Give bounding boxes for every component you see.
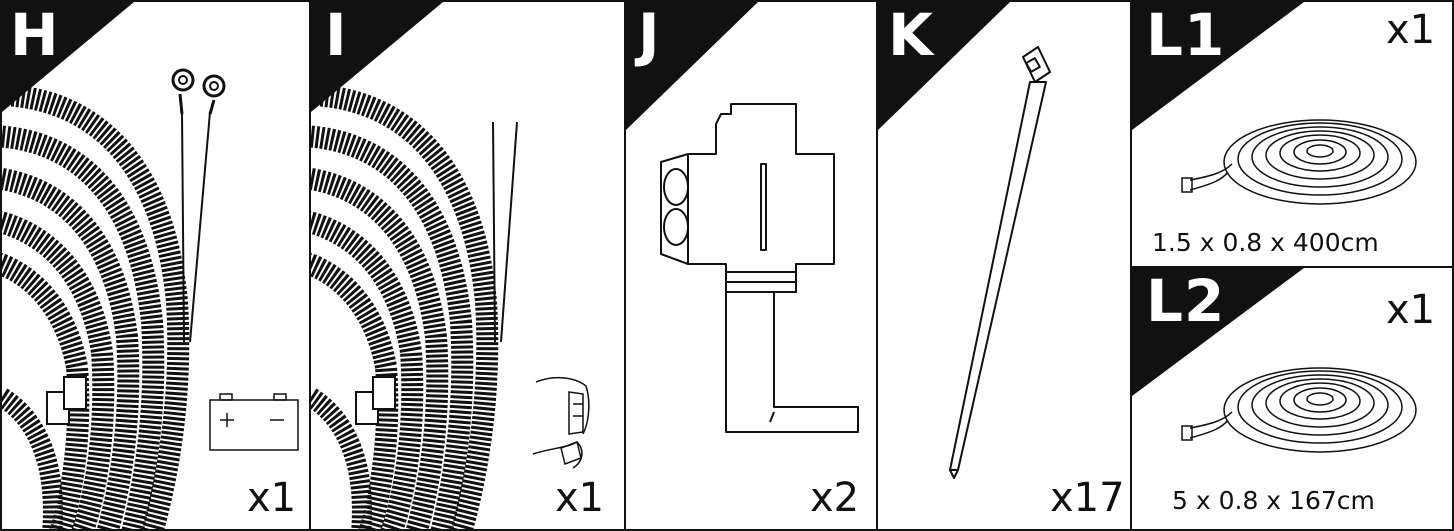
quantity-label: x1 [1386, 7, 1436, 53]
quantity-label: x2 [810, 475, 860, 521]
part-letter: K [888, 1, 934, 69]
part-letter: I [325, 1, 348, 69]
connector-hand-icon [532, 376, 590, 469]
wire-harness-image [311, 84, 518, 529]
splice-connector-icon [660, 103, 859, 433]
foam-tape-roll-icon [1181, 119, 1417, 205]
badge-triangle [626, 2, 758, 130]
battery-icon [209, 393, 299, 451]
part-panel-i: I x1 [309, 0, 626, 531]
part-panel-j: J x2 [624, 0, 878, 531]
quantity-label: x1 [247, 475, 297, 521]
quantity-label: x1 [555, 475, 605, 521]
cable-tie-icon [949, 46, 1051, 479]
part-panel-l2: L2 x1 5 x 0.8 x 167cm [1130, 266, 1454, 531]
part-panel-k: K x17 [876, 0, 1132, 531]
part-panel-h: H x1 [0, 0, 311, 531]
part-panel-l1: L1 x1 1.5 x 0.8 x 400cm [1130, 0, 1454, 268]
foam-tape-roll-icon [1181, 367, 1417, 453]
part-letter: L1 [1146, 1, 1226, 69]
badge-triangle [311, 2, 443, 112]
part-letter: H [10, 1, 60, 69]
wire-harness-image [2, 68, 226, 529]
quantity-label: x17 [1050, 475, 1125, 521]
part-letter: J [638, 1, 661, 69]
dimensions-label: 1.5 x 0.8 x 400cm [1152, 228, 1379, 257]
quantity-label: x1 [1386, 287, 1436, 333]
badge-triangle [1132, 2, 1304, 130]
badge-triangle [1132, 268, 1304, 396]
badge-triangle [2, 2, 134, 112]
dimensions-label: 5 x 0.8 x 167cm [1172, 486, 1375, 515]
part-letter: L2 [1146, 267, 1226, 335]
badge-triangle [878, 2, 1010, 130]
